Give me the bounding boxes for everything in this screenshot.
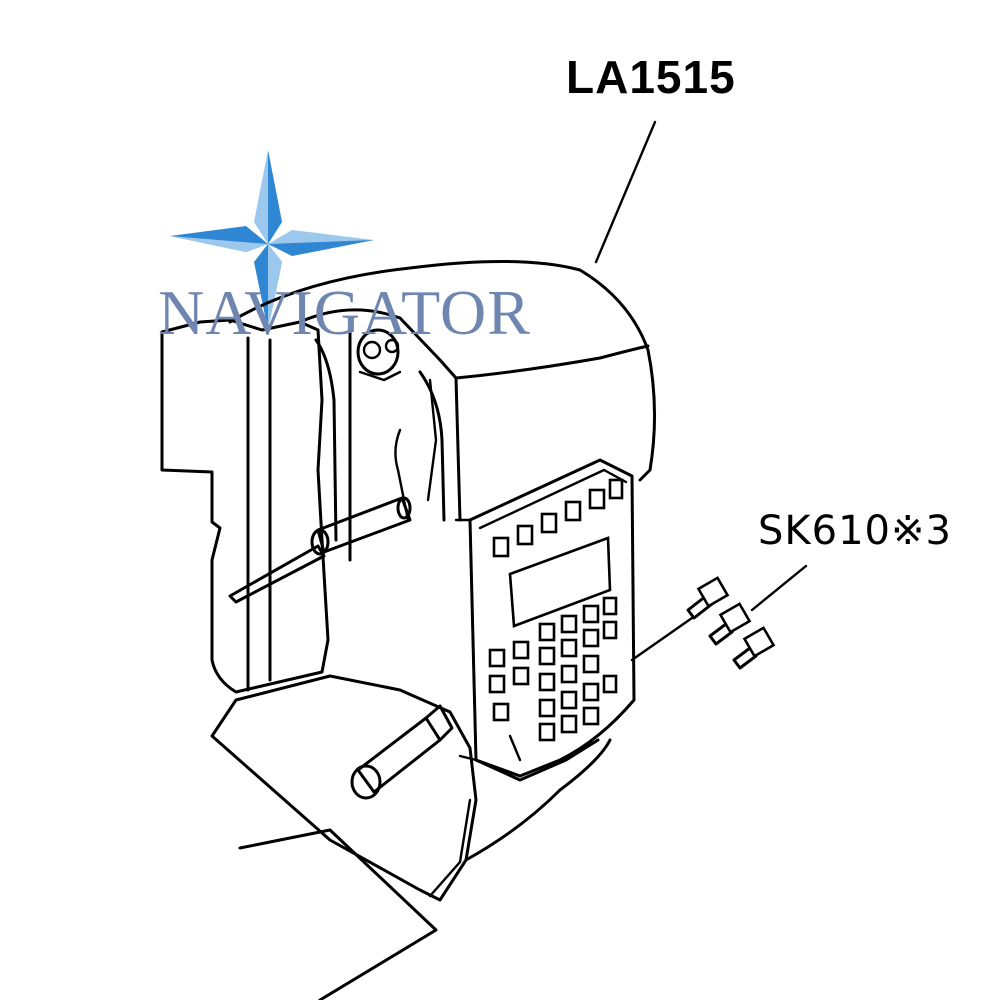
base-plate [210,674,478,902]
part-label-sk610: SK610※3 [758,508,952,554]
navigator-watermark-text: NAVIGATOR [158,277,531,348]
hood-outline [160,318,330,694]
leader-line-main [594,120,657,264]
control-panel [454,458,636,778]
top-knob [356,328,402,382]
leader-line-panel [630,616,694,662]
leader-line-screws [750,564,808,612]
upper-rod [228,496,412,604]
screw-3 [732,626,776,670]
screw-1 [686,576,730,620]
part-label-la1515: LA1515 [566,51,736,103]
lower-rod [350,704,454,800]
navigator-logo-star [170,150,374,330]
screw-2 [708,602,752,646]
